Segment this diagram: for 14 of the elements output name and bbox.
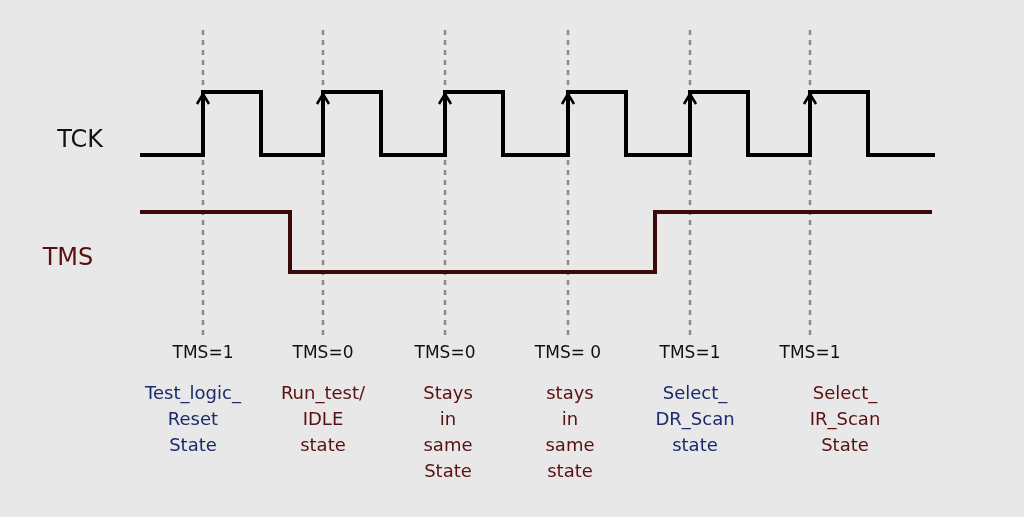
signal-name: TMS [42,242,94,273]
tms-value-label: TMS=1 [659,341,721,364]
state-description: Select_ DR_Scan state [655,381,735,458]
tms-value-label: TMS=0 [292,341,354,364]
tms-value-label: TMS=1 [172,341,234,364]
state-description: Select_ IR_Scan State [809,381,881,458]
signal-name: TCK [57,124,103,155]
tms-value-label: TMS= 0 [534,341,602,364]
state-description: stays in same state [545,381,595,484]
state-description: Test_logic_ Reset State [145,381,241,458]
tms-value-label: TMS=1 [779,341,841,364]
tms-value-label: TMS=0 [414,341,476,364]
state-description: Run_test/ IDLE state [280,381,366,458]
state-description: Stays in same State [423,381,473,484]
